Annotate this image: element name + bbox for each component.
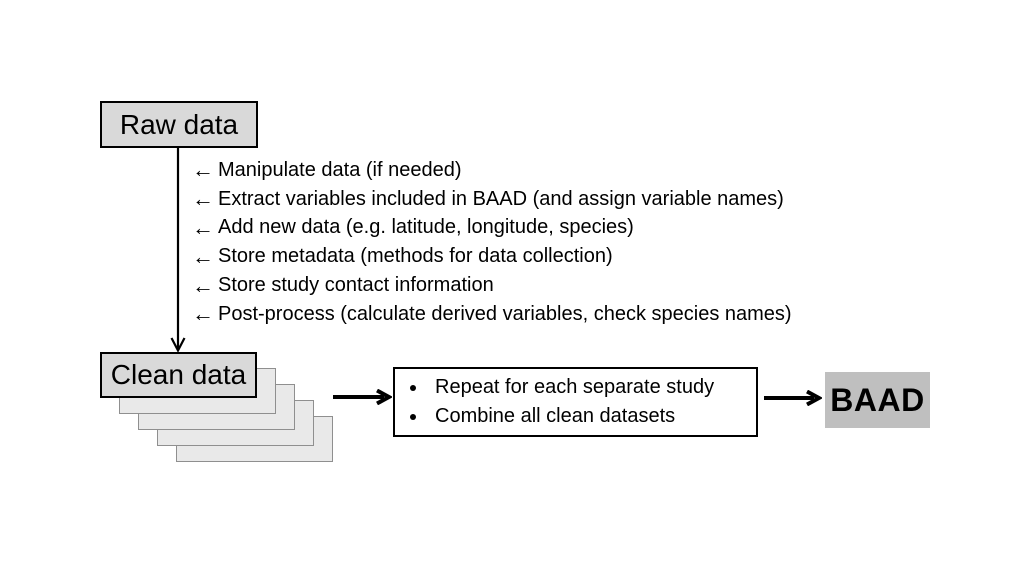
left-arrow-icon: ← (192, 301, 214, 327)
process-step-label: Extract variables included in BAAD (and … (218, 187, 784, 210)
raw-data-label: Raw data (119, 108, 239, 140)
left-arrow-icon: ← (192, 186, 214, 212)
baad-label: BAAD (830, 381, 925, 418)
arrow-down-icon (170, 148, 186, 353)
baad-box: BAAD (825, 372, 930, 428)
process-box: Repeat for each separate study Combine a… (393, 367, 758, 437)
process-step: ← Store study contact information (192, 271, 872, 300)
clean-data-box: Clean data (100, 352, 257, 398)
process-step: ← Post-process (calculate derived variab… (192, 300, 872, 329)
left-arrow-icon: ← (192, 272, 214, 298)
process-step-label: Add new data (e.g. latitude, longitude, … (218, 216, 634, 239)
process-step-label: Store metadata (methods for data collect… (218, 245, 613, 268)
process-step: ← Extract variables included in BAAD (an… (192, 185, 872, 214)
left-arrow-icon: ← (192, 214, 214, 240)
process-step-label: Store study contact information (218, 274, 494, 297)
bullet-icon (410, 384, 416, 391)
arrow-right-icon (333, 389, 392, 405)
process-step: ← Store metadata (methods for data colle… (192, 242, 872, 271)
process-bullet-label: Repeat for each separate study (435, 376, 715, 398)
process-step: ← Add new data (e.g. latitude, longitude… (192, 214, 872, 243)
process-steps-list: ← Manipulate data (if needed) ← Extract … (192, 156, 872, 329)
process-bullet: Combine all clean datasets (410, 402, 756, 431)
process-step-label: Manipulate data (if needed) (218, 158, 462, 181)
clean-data-label: Clean data (110, 359, 247, 390)
process-step: ← Manipulate data (if needed) (192, 156, 872, 185)
process-bullet: Repeat for each separate study (410, 373, 756, 402)
process-bullet-label: Combine all clean datasets (435, 405, 676, 427)
process-step-label: Post-process (calculate derived variable… (218, 302, 792, 325)
arrow-right-icon (764, 390, 822, 406)
bullet-icon (410, 413, 416, 420)
raw-data-box: Raw data (100, 101, 258, 148)
left-arrow-icon: ← (192, 157, 214, 183)
left-arrow-icon: ← (192, 243, 214, 269)
